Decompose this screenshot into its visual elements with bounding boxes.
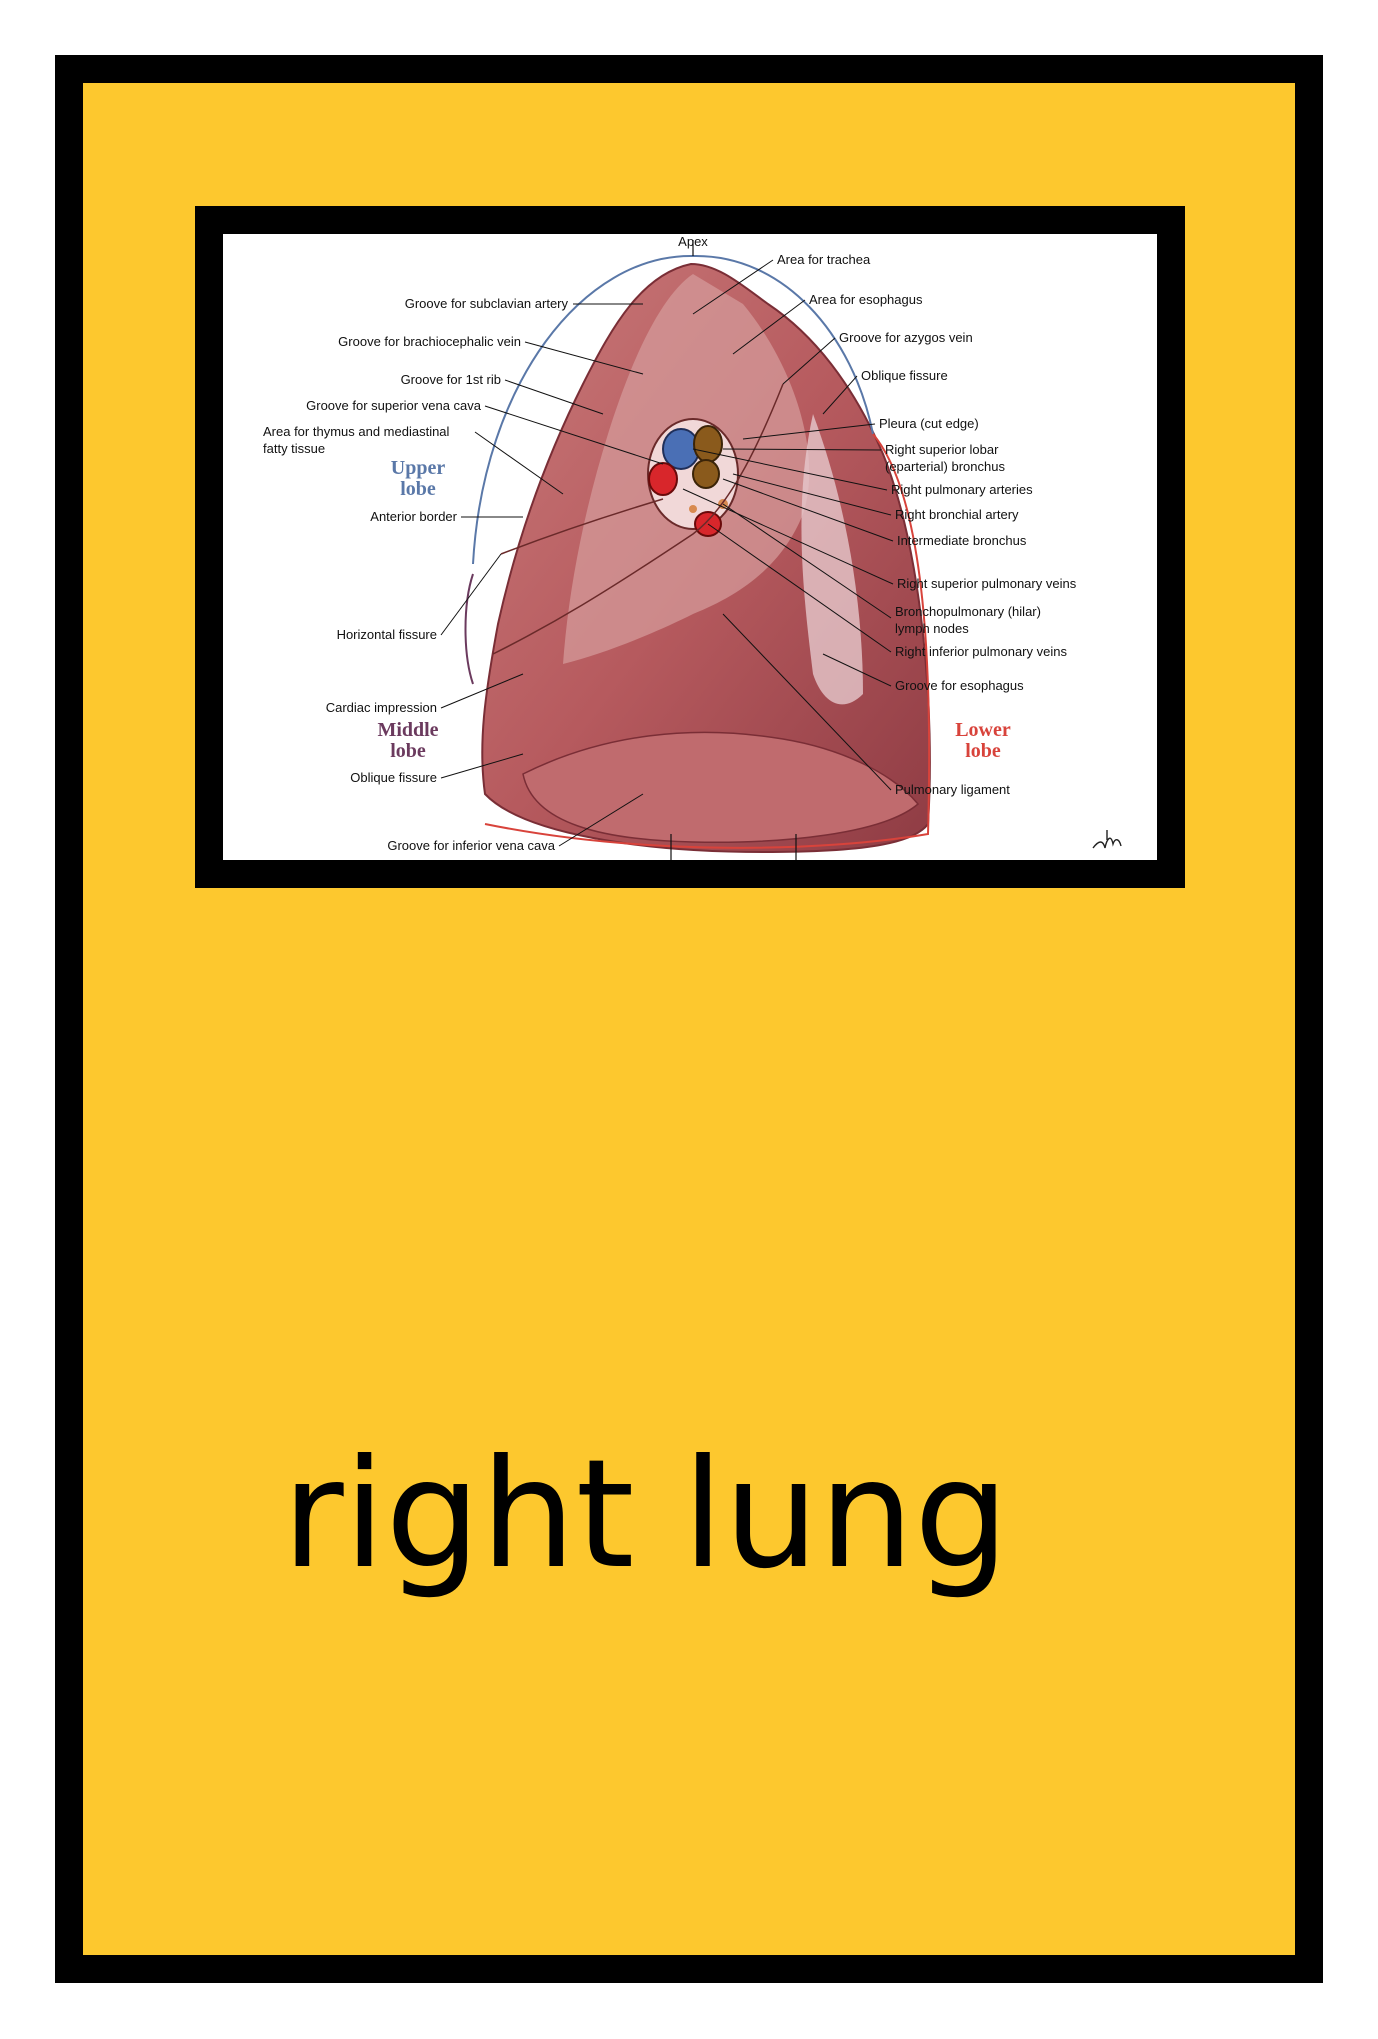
left-leader-lines [440, 303, 664, 847]
label-first-rib-groove: Groove for 1st rib [401, 372, 501, 387]
label-horizontal-fissure: Horizontal fissure [337, 627, 437, 642]
lower-lobe-title: Lower [955, 719, 1011, 741]
label-pulmonary-ligament: Pulmonary ligament [895, 782, 1010, 797]
lymph-node-shape [689, 505, 697, 513]
lower-lobe-title-line2: lobe [965, 740, 1001, 762]
upper-lobe-bracket [472, 254, 694, 565]
label-intermediate-bronchus: Intermediate bronchus [897, 533, 1027, 548]
diaphragmatic-surface [522, 731, 920, 843]
oblique-fissure-line [492, 383, 784, 655]
label-oblique-fissure-right: Oblique fissure [861, 368, 948, 383]
label-inferior-pulmonary-veins: Right inferior pulmonary veins [895, 644, 1067, 659]
label-superior-lobar-bronchus-line2: (eparterial) bronchus [885, 459, 1005, 474]
label-pleura: Pleura (cut edge) [879, 416, 979, 431]
label-subclavian-groove: Groove for subclavian artery [405, 296, 569, 311]
artist-signature [1092, 830, 1122, 849]
horizontal-fissure-line [500, 498, 664, 555]
label-esophagus-groove: Groove for esophagus [895, 678, 1024, 693]
esophageal-groove-shape [801, 414, 863, 705]
label-hilar-lymph-nodes-line2: lymph nodes [895, 621, 969, 636]
middle-lobe-title-line2: lobe [390, 740, 426, 762]
label-cardiac-impression: Cardiac impression [326, 700, 437, 715]
label-pulmonary-arteries: Right pulmonary arteries [891, 482, 1033, 497]
intermediate-bronchus-shape [692, 459, 720, 489]
card-caption: right lung [282, 1428, 1010, 1602]
upper-lobe-bracket-right [692, 254, 874, 435]
right-leader-lines [682, 259, 894, 791]
anatomy-figure-frame: Apex Groove for subclavian artery Groove… [195, 206, 1185, 888]
label-bronchial-artery: Right bronchial artery [895, 507, 1019, 522]
label-trachea-area: Area for trachea [777, 252, 871, 267]
label-esophagus-area: Area for esophagus [809, 292, 923, 307]
label-thymus-area: Area for thymus and mediastinal [263, 424, 450, 439]
label-brachiocephalic-groove: Groove for brachiocephalic vein [338, 334, 521, 349]
upper-lobe-title: Upper [391, 457, 446, 479]
right-lung-illustration: Apex Groove for subclavian artery Groove… [263, 234, 1122, 860]
label-superior-lobar-bronchus: Right superior lobar [885, 442, 999, 457]
bronchus-shape [693, 425, 723, 463]
label-apex: Apex [678, 234, 708, 249]
upper-lobe-title-line2: lobe [400, 478, 436, 500]
label-hilar-lymph-nodes: Bronchopulmonary (hilar) [895, 604, 1041, 619]
label-azygos-groove: Groove for azygos vein [839, 330, 973, 345]
lower-lobe-bracket [484, 433, 931, 849]
label-svc-groove: Groove for superior vena cava [306, 398, 482, 413]
label-oblique-fissure-left: Oblique fissure [350, 770, 437, 785]
middle-lobe-bracket [464, 573, 474, 685]
label-anterior-border: Anterior border [370, 509, 457, 524]
middle-lobe-title: Middle [377, 719, 438, 741]
label-superior-pulmonary-veins: Right superior pulmonary veins [897, 576, 1077, 591]
label-ivc-groove: Groove for inferior vena cava [387, 838, 555, 853]
superior-vein-shape [648, 462, 678, 496]
label-thymus-area-line2: fatty tissue [263, 441, 325, 456]
